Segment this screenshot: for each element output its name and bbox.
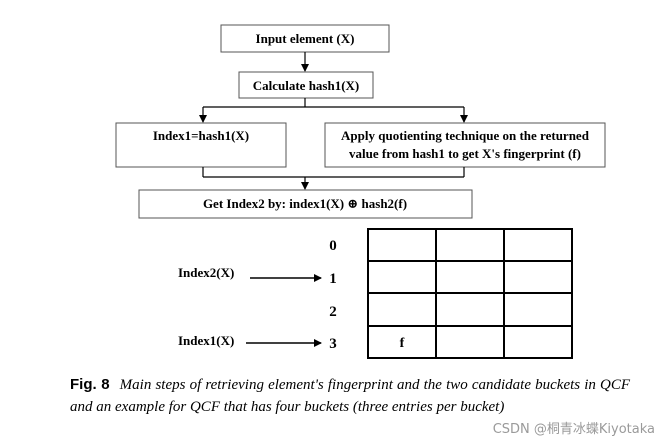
bucket-number-2: 2 xyxy=(329,304,337,320)
quotienting-box: Apply quotienting technique on the retur… xyxy=(324,122,606,168)
index1-pointer: Index1(X) xyxy=(178,333,322,348)
index2-label: Get Index2 by: index1(X) ⊕ hash2(f) xyxy=(203,196,407,211)
figure-caption: Fig. 8 Main steps of retrieving element'… xyxy=(70,374,630,418)
index2-pointer-label: Index2(X) xyxy=(178,265,234,280)
index1-box: Index1=hash1(X) xyxy=(115,122,287,168)
bucket-table xyxy=(367,228,573,359)
flowchart-diagram: Input element (X) Calculate hash1(X) Ind… xyxy=(115,24,606,359)
input-element-box: Input element (X) xyxy=(220,24,390,53)
calculate-hash1-box: Calculate hash1(X) xyxy=(238,71,374,99)
bucket-number-0: 0 xyxy=(329,238,337,254)
index1-label: Index1=hash1(X) xyxy=(153,128,249,143)
index2-box: Get Index2 by: index1(X) ⊕ hash2(f) xyxy=(138,189,473,219)
calculate-hash1-label: Calculate hash1(X) xyxy=(253,78,360,93)
figure-label: Fig. 8 xyxy=(70,376,110,393)
quotienting-label-line2: value from hash1 to get X's fingerprint … xyxy=(349,146,581,161)
split-connector xyxy=(199,98,468,123)
bucket-number-3: 3 xyxy=(329,336,337,352)
bucket-number-1: 1 xyxy=(329,271,337,287)
input-element-label: Input element (X) xyxy=(256,31,355,46)
figure-caption-text: Main steps of retrieving element's finge… xyxy=(70,377,631,415)
merge-connector xyxy=(202,167,465,190)
bucket3-entry1-fingerprint: f xyxy=(400,336,405,351)
index2-pointer: Index2(X) xyxy=(178,265,322,282)
index1-pointer-label: Index1(X) xyxy=(178,333,234,348)
watermark: CSDN @桐青冰蝶Kiyotaka xyxy=(492,422,655,437)
quotienting-label-line1: Apply quotienting technique on the retur… xyxy=(341,128,590,143)
